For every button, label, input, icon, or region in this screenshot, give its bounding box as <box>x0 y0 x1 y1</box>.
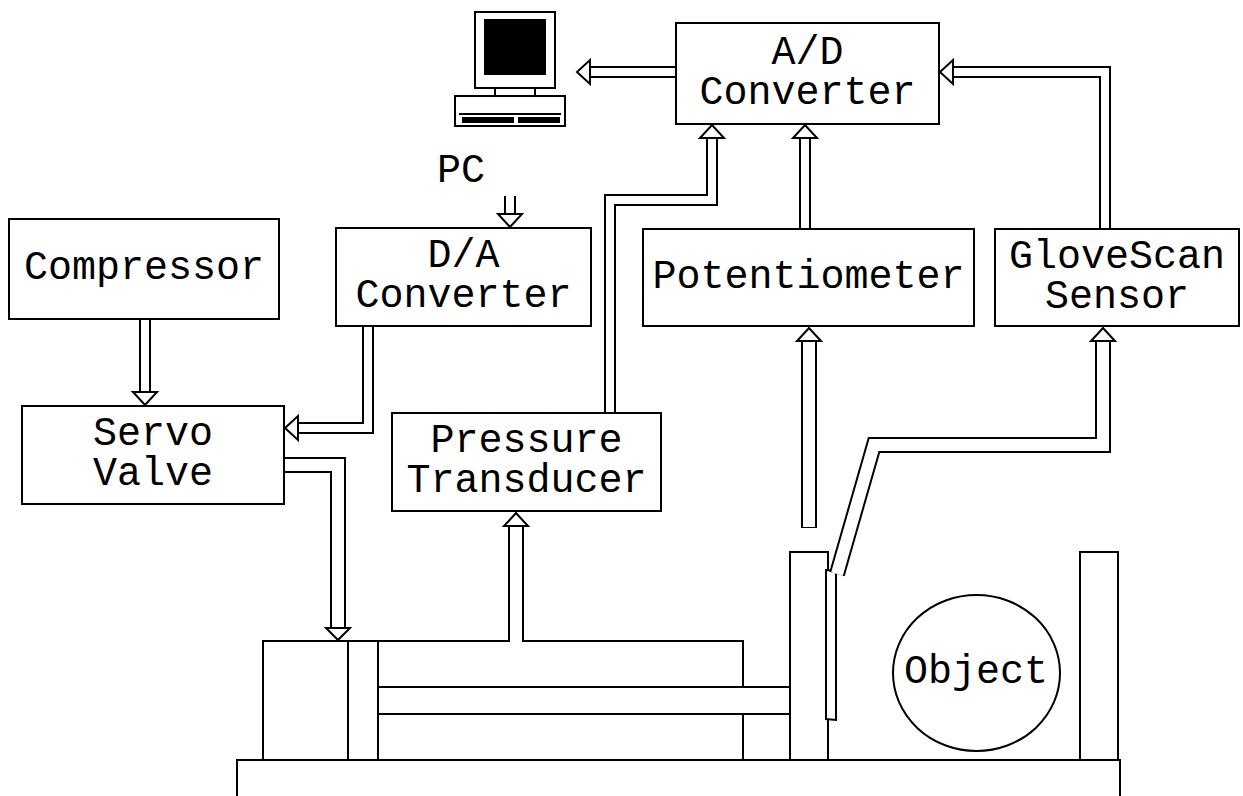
node-label: Compressor <box>24 249 264 289</box>
node-label: PC <box>437 152 485 192</box>
compressor-box: Compressor <box>8 218 280 320</box>
signal-arrow <box>498 196 522 227</box>
node-label: Object <box>904 653 1048 693</box>
test-rig <box>237 552 1120 796</box>
node-label: A/D Converter <box>677 34 938 114</box>
converter-box: A/D Converter <box>675 22 940 125</box>
converter-box: D/A Converter <box>335 227 592 327</box>
computer-icon: PC <box>435 6 577 196</box>
signal-arrow <box>577 60 675 84</box>
node-label: Pressure Transducer <box>393 422 660 502</box>
sensor-box: GloveScan Sensor <box>994 228 1240 327</box>
valve-box: Servo Valve <box>21 405 285 505</box>
node-label: Potentiometer <box>652 258 964 298</box>
signal-arrow <box>940 60 1105 228</box>
object-circle: Object <box>892 594 1061 752</box>
node-label: GloveScan Sensor <box>996 238 1238 318</box>
transducer-box: Pressure Transducer <box>391 412 662 512</box>
hollow-arrows <box>281 328 1115 642</box>
node-label: Servo Valve <box>23 415 283 495</box>
signal-arrow <box>133 320 157 405</box>
node-label: D/A Converter <box>337 237 590 317</box>
signal-arrow <box>285 327 368 440</box>
sensor-box: Potentiometer <box>642 228 975 327</box>
signal-arrow <box>793 125 817 228</box>
